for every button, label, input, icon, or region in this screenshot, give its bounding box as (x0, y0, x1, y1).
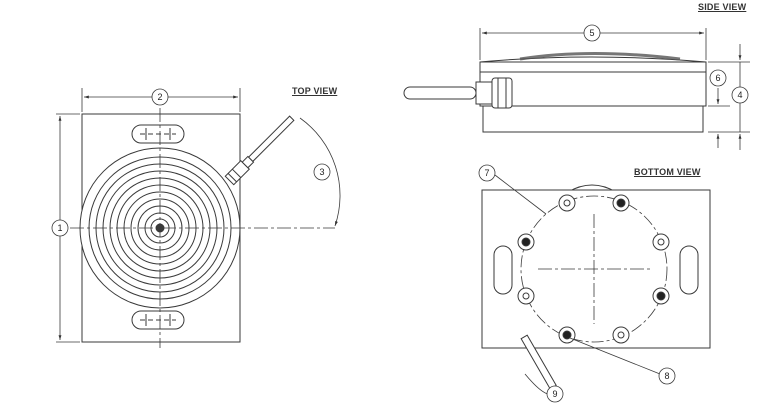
top-view-title: TOP VIEW (292, 86, 338, 96)
bottom-view (481, 174, 711, 395)
top-view (56, 88, 341, 348)
top-slot-upper (131, 124, 185, 144)
bottom-slot-left (493, 245, 513, 295)
bottom-callouts (478, 164, 676, 403)
callout-8 (658, 367, 676, 385)
callout-9 (546, 385, 564, 403)
callout-5 (583, 24, 601, 42)
callout-4-label: 4 (737, 90, 742, 100)
side-cable (403, 86, 477, 100)
callout-6 (709, 69, 727, 87)
side-base (482, 105, 704, 133)
side-gland (491, 77, 513, 109)
callout-2 (151, 88, 169, 106)
side-view (403, 28, 750, 150)
callout-1-label: 1 (57, 223, 62, 233)
callout-5-label: 5 (589, 28, 594, 38)
callout-3-label: 3 (319, 167, 324, 177)
callout-7 (478, 164, 496, 182)
side-callouts (583, 24, 749, 104)
callout-2-label: 2 (157, 92, 162, 102)
bottom-holes (517, 194, 670, 344)
callout-3 (313, 163, 331, 181)
side-housing (479, 61, 707, 107)
side-view-title: SIDE VIEW (698, 2, 747, 12)
callout-6-label: 6 (715, 73, 720, 83)
callout-8-label: 8 (664, 371, 669, 381)
bottom-slot-right (679, 245, 699, 295)
top-callouts (51, 88, 331, 237)
callout-7-label: 7 (484, 168, 489, 178)
top-cable (224, 115, 295, 186)
callout-4 (731, 86, 749, 104)
callout-9-label: 9 (552, 389, 557, 399)
top-slot-lower (131, 310, 185, 330)
callout-1 (51, 219, 69, 237)
bolt-circle (520, 195, 668, 343)
bottom-view-title: BOTTOM VIEW (634, 167, 701, 177)
